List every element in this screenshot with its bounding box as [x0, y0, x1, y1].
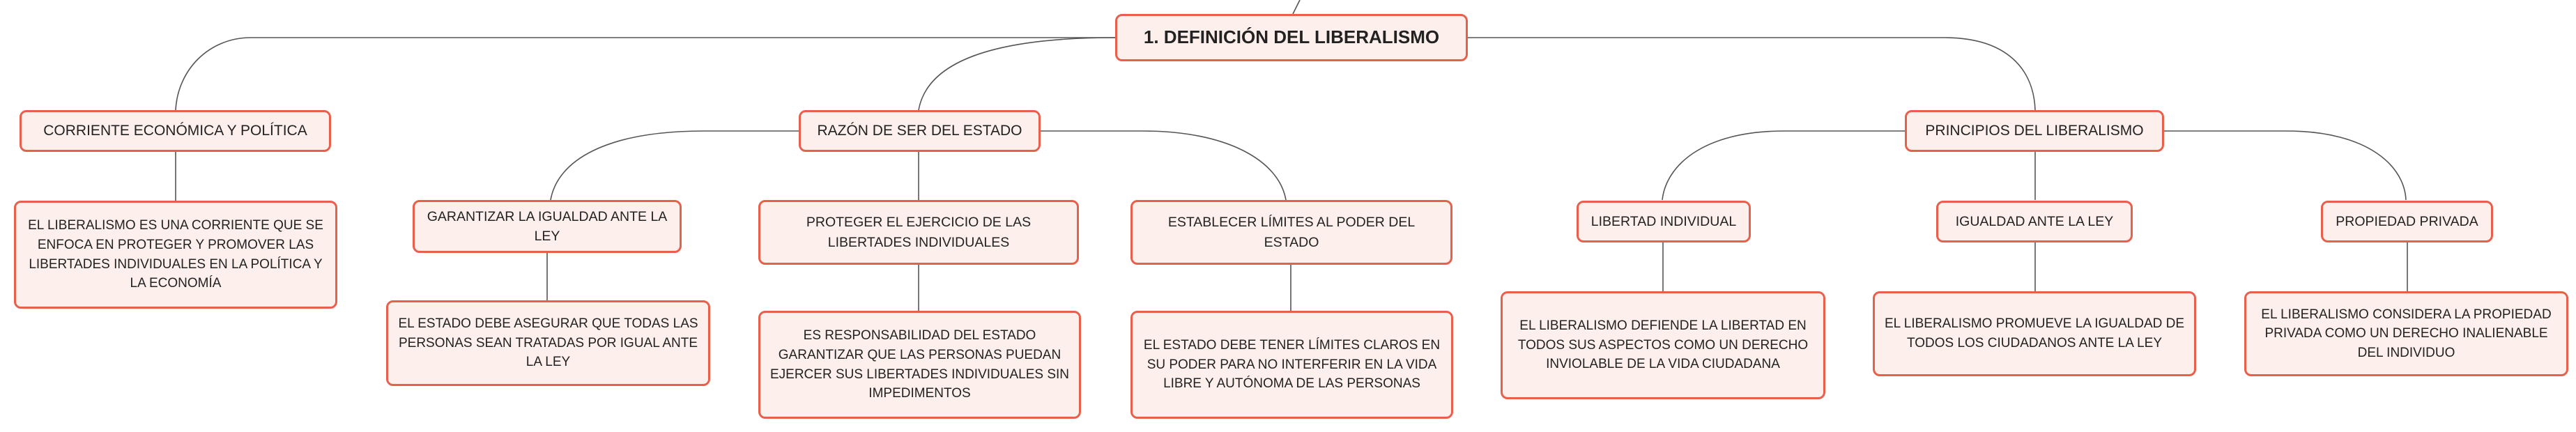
detail-node-protect-liberties[interactable]: ES RESPONSABILIDAD DEL ESTADO GARANTIZAR… — [758, 311, 1081, 419]
child-node-private-property[interactable]: PROPIEDAD PRIVADA — [2321, 201, 2493, 242]
root-node[interactable]: 1. DEFINICIÓN DEL LIBERALISMO — [1115, 14, 1468, 61]
child-node-protect-liberties[interactable]: PROTEGER EL EJERCICIO DE LAS LIBERTADES … — [758, 200, 1079, 265]
link-branch-3-child-3 — [2164, 130, 2407, 201]
branch-node-economic-political[interactable]: CORRIENTE ECONÓMICA Y POLÍTICA — [20, 110, 331, 152]
link-root-branch-1 — [175, 37, 1115, 111]
branch-node-principles[interactable]: PRINCIPIOS DEL LIBERALISMO — [1905, 110, 2164, 152]
detail-node-private-property[interactable]: EL LIBERALISMO CONSIDERA LA PROPIEDAD PR… — [2244, 291, 2568, 376]
detail-node-economic-political[interactable]: EL LIBERALISMO ES UNA CORRIENTE QUE SE E… — [14, 201, 337, 309]
detail-node-limit-state-power[interactable]: EL ESTADO DEBE TENER LÍMITES CLAROS EN S… — [1130, 311, 1453, 419]
child-node-equality-law[interactable]: GARANTIZAR LA IGUALDAD ANTE LA LEY — [413, 200, 682, 253]
child-node-individual-liberty[interactable]: LIBERTAD INDIVIDUAL — [1577, 201, 1751, 242]
link-root-branch-3 — [1468, 37, 2036, 111]
child-node-equality-before-law[interactable]: IGUALDAD ANTE LA LEY — [1936, 201, 2133, 242]
root-top-connector — [1292, 0, 1301, 15]
detail-node-equality-law[interactable]: EL ESTADO DEBE ASEGURAR QUE TODAS LAS PE… — [386, 300, 710, 386]
branch-node-state-purpose[interactable]: RAZÓN DE SER DEL ESTADO — [799, 110, 1041, 152]
detail-node-equality-before-law[interactable]: EL LIBERALISMO PROMUEVE LA IGUALDAD DE T… — [1873, 291, 2196, 376]
link-branch-3-child-1 — [1662, 130, 1905, 201]
detail-node-individual-liberty[interactable]: EL LIBERALISMO DEFIENDE LA LIBERTAD EN T… — [1501, 291, 1825, 399]
link-branch-2-child-1 — [550, 130, 799, 201]
child-node-limit-state-power[interactable]: ESTABLECER LÍMITES AL PODER DEL ESTADO — [1130, 200, 1452, 265]
link-root-branch-2 — [918, 37, 1116, 111]
link-branch-2-child-3 — [1041, 130, 1287, 201]
